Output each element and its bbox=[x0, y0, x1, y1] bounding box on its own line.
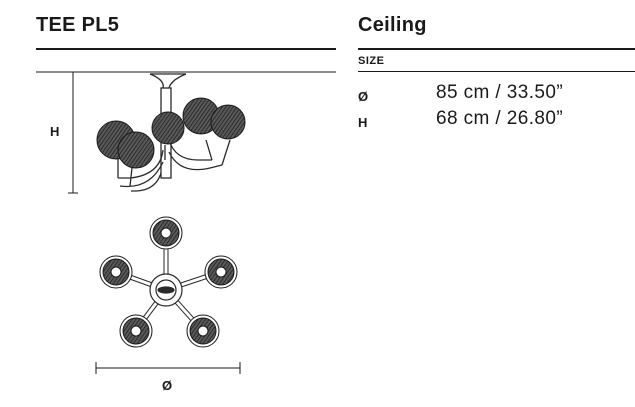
plan-view-globes bbox=[99, 216, 238, 348]
spec-label-diameter: Ø bbox=[358, 89, 369, 104]
diameter-dimension-label: Ø bbox=[162, 378, 173, 393]
size-heading: SIZE bbox=[358, 55, 385, 67]
side-view-globes bbox=[96, 97, 246, 169]
spec-value-diameter: 85 cm / 33.50” bbox=[436, 82, 564, 103]
height-dimension bbox=[68, 71, 78, 194]
category-title: Ceiling bbox=[358, 14, 427, 36]
height-dimension-label: H bbox=[50, 124, 60, 139]
spec-label-height: H bbox=[358, 115, 368, 130]
product-title: TEE PL5 bbox=[36, 14, 120, 36]
header-divider-right bbox=[358, 48, 635, 50]
spec-value-height: 68 cm / 26.80” bbox=[436, 108, 564, 129]
diameter-dimension bbox=[95, 362, 241, 374]
header-divider-left bbox=[36, 48, 336, 50]
size-divider bbox=[358, 71, 635, 72]
